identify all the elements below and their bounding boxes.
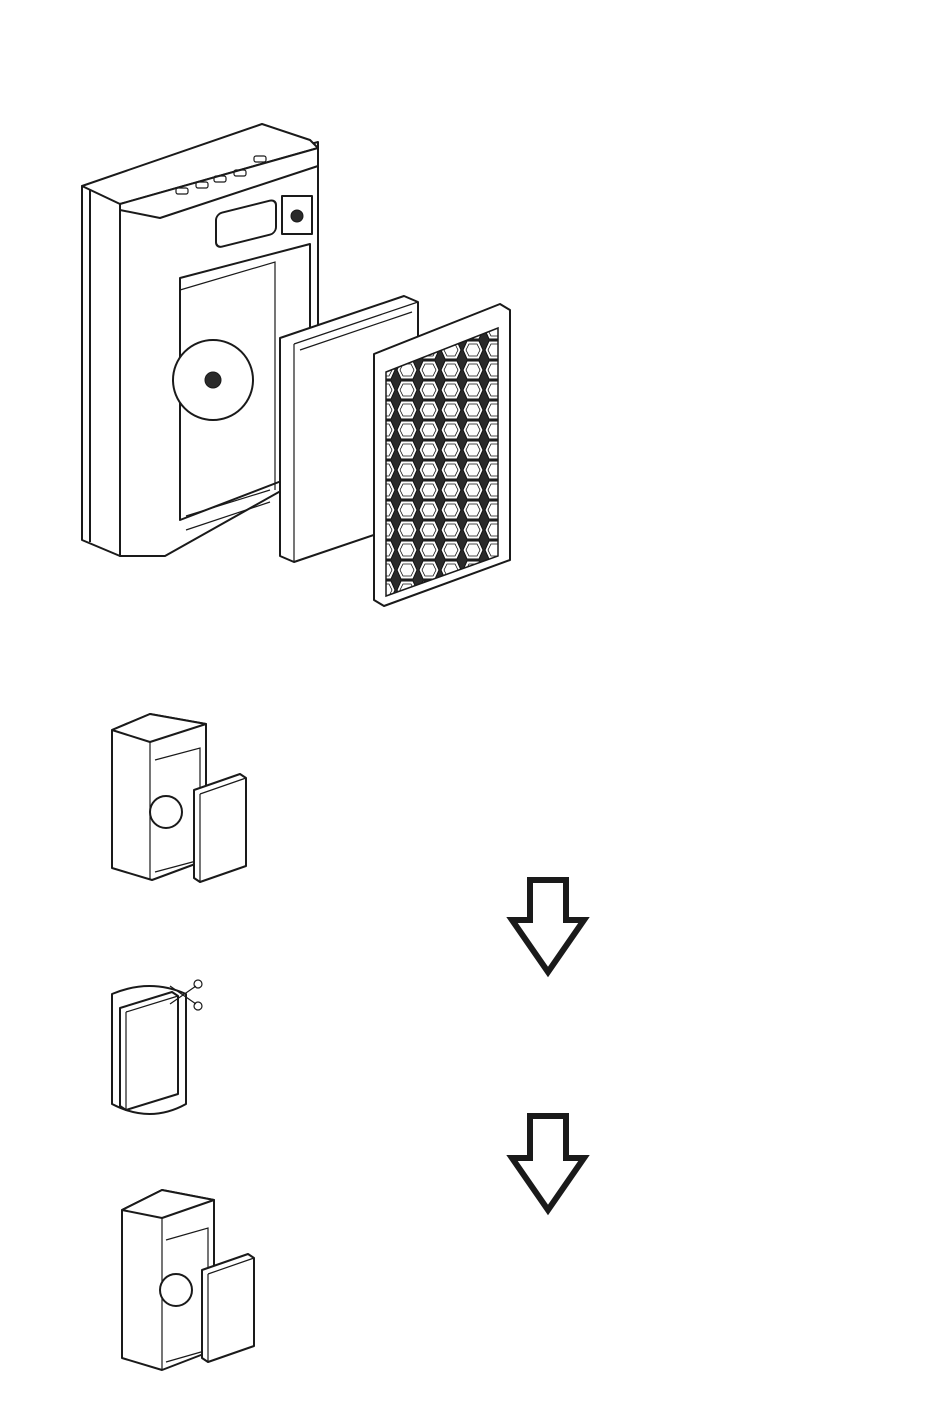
step-remove-filter (112, 714, 246, 882)
small-filter-1 (194, 774, 246, 882)
honeycomb-mesh (386, 328, 498, 596)
sensor-icon (291, 210, 303, 222)
small-fan-1 (150, 796, 182, 828)
purifier-side-panel (82, 186, 120, 556)
bagged-filter (120, 992, 178, 1110)
down-arrow-icon (512, 880, 584, 972)
small-fan-2 (160, 1274, 192, 1306)
step-unpack-filter (112, 980, 202, 1114)
step-insert-filter (122, 1190, 254, 1370)
down-arrow-icon-2 (512, 1116, 584, 1210)
fan-hub (205, 372, 221, 388)
pre-filter (374, 304, 510, 606)
small-filter-2 (202, 1254, 254, 1362)
